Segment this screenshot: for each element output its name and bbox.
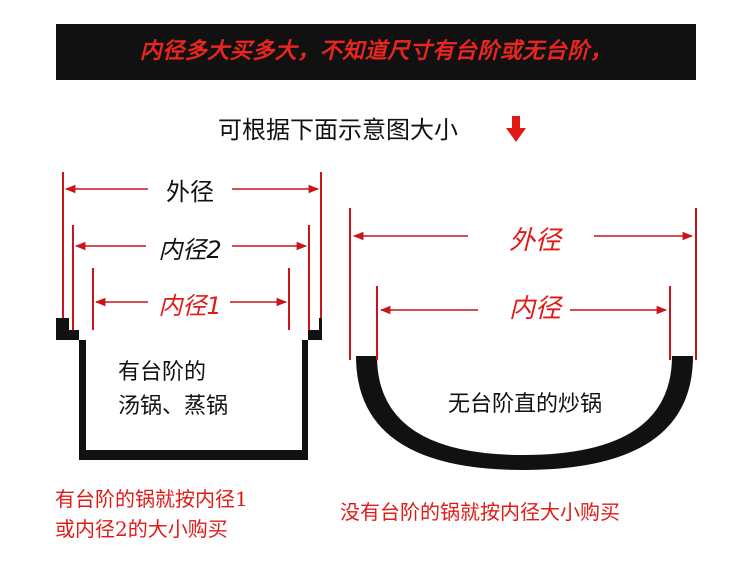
right-pot-extension-lines — [349, 208, 697, 360]
left-dimension-arrows — [64, 184, 320, 307]
wok-caption: 无台阶直的炒锅 — [447, 392, 602, 417]
stepped-pot-caption-line1: 有台阶的 — [118, 360, 207, 385]
left-outer-diameter-label: 外径 — [166, 178, 214, 206]
down-arrow-icon — [506, 116, 526, 142]
banner-text: 内径多大买多大，不知道尺寸有台阶或无台阶， — [139, 39, 613, 64]
stepped-pot-note-line2: 或内径2的大小购买 — [55, 517, 228, 541]
banner: 内径多大买多大，不知道尺寸有台阶或无台阶， — [56, 24, 696, 80]
left-pot-extension-lines — [62, 172, 322, 330]
stepped-pot-note-line1: 有台阶的锅就按内径1 — [55, 487, 248, 511]
stepped-pot-shape — [56, 318, 322, 460]
hint-text: 可根据下面示意图大小 — [218, 116, 458, 144]
stepped-pot-note: 有台阶的锅就按内径1 或内径2的大小购买 — [55, 484, 325, 544]
right-dimension-arrows — [352, 231, 694, 315]
left-inner1-label: 内径1 — [158, 292, 222, 320]
wok-outer-diameter-label: 外径 — [508, 226, 561, 256]
wok-note: 没有台阶的锅就按内径大小购买 — [340, 500, 620, 524]
stepped-pot-caption-line2: 汤锅、蒸锅 — [118, 394, 229, 419]
left-inner2-label: 内径2 — [158, 236, 222, 264]
wok-inner-diameter-label: 内径 — [508, 294, 561, 324]
